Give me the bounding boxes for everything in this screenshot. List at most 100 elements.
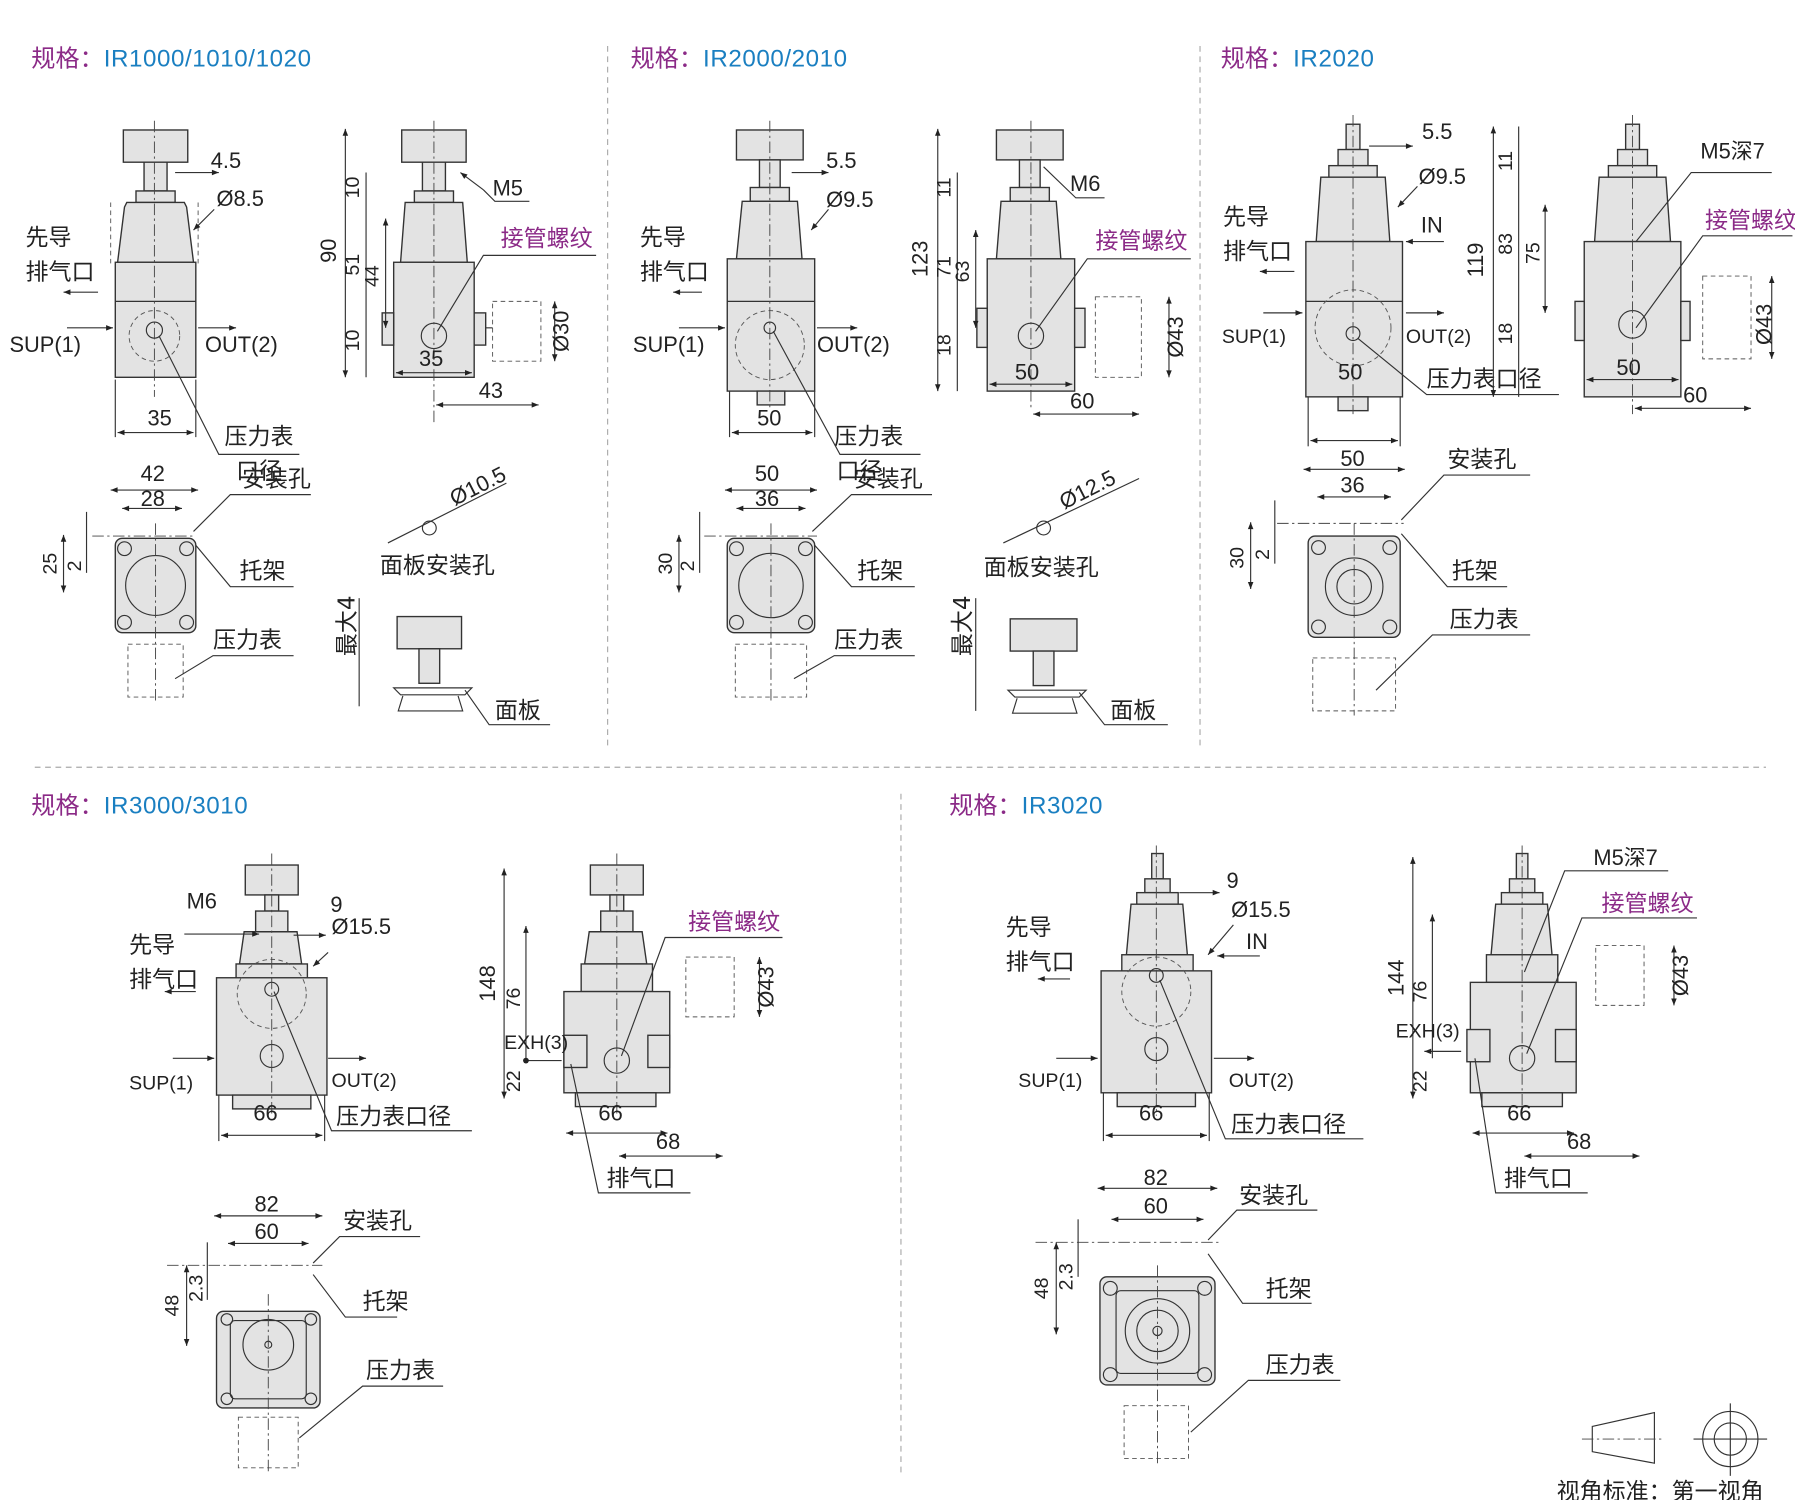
dim-offset: 68 — [1567, 1129, 1591, 1154]
dim-height-mid: 51 — [342, 254, 364, 276]
dim-height-small: 2.3 — [186, 1275, 208, 1302]
gauge-diameter: Ø43 — [1163, 316, 1188, 357]
dim-width-inner: 60 — [254, 1219, 278, 1244]
gauge-label: 压力表 — [1450, 607, 1519, 633]
exh-label: EXH(3) — [1396, 1021, 1460, 1043]
gauge-diameter: Ø43 — [1752, 304, 1777, 345]
sup-label: SUP(1) — [1222, 326, 1286, 348]
panel-ir2020: 规格：IR2020 5.5 Ø9.5 IN 先导 排气口 SUP(1) OUT(… — [1221, 45, 1795, 716]
dim-width: 66 — [1507, 1100, 1531, 1125]
dim-height-small: 2.3 — [1055, 1263, 1077, 1290]
spec-title: 规格：IR1000/1010/1020 — [31, 45, 311, 73]
dim-phi: Ø8.5 — [217, 186, 264, 211]
out-label: OUT(2) — [1229, 1070, 1294, 1092]
out-label: OUT(2) — [205, 332, 278, 357]
hole-diameter: Ø10.5 — [446, 461, 510, 510]
top-view: 50 36 30 2 安装孔 托架 压力表 — [655, 461, 933, 702]
spec-title: 规格：IR3020 — [949, 791, 1103, 819]
side-view: 119 11 83 75 18 M5深7 接管螺纹 Ø43 50 60 — [1463, 115, 1795, 415]
mount-hole-label: 安装孔 — [1447, 447, 1516, 473]
exhaust-label: 排气口 — [1504, 1166, 1573, 1192]
dim-height: 48 — [162, 1295, 184, 1317]
dim-width: 50 — [1616, 355, 1640, 380]
exhaust-label: 排气口 — [606, 1166, 675, 1192]
bracket-label: 托架 — [240, 559, 286, 585]
mount-hole-label: 安装孔 — [242, 467, 311, 493]
pilot-exhaust-label-2: 排气口 — [1006, 950, 1075, 976]
dim-height-inner: 63 — [952, 260, 974, 282]
dim-width-inner: 36 — [1340, 472, 1364, 497]
thread-label: M5深7 — [1700, 139, 1764, 164]
panel-ir1000: 规格：IR1000/1010/1020 4.5 Ø8.5 先导 排气口 SUP(… — [9, 45, 597, 726]
bracket-label: 托架 — [1452, 559, 1498, 585]
panel-mount-view: Ø12.5 面板安装孔 最大4 面板 — [950, 465, 1168, 726]
panel-ir3020: 规格：IR3020 9 Ø15.5 IN 先导 排气口 SUP(1) — [949, 791, 1697, 1467]
dim-width: 50 — [1015, 360, 1039, 385]
dim-width: 66 — [1139, 1100, 1163, 1125]
in-label: IN — [1421, 212, 1443, 237]
dim-offset: 68 — [656, 1129, 680, 1154]
pilot-exhaust-label-1: 先导 — [129, 932, 175, 958]
sup-label: SUP(1) — [633, 332, 705, 357]
dim-height-bottom: 22 — [1410, 1070, 1432, 1092]
dim-width: 50 — [757, 406, 781, 431]
panel-dividers — [34, 46, 1766, 1473]
spec-prefix: 规格： — [31, 45, 103, 73]
pilot-exhaust-label-1: 先导 — [26, 225, 72, 251]
sup-label: SUP(1) — [129, 1072, 193, 1094]
top-view: 82 60 48 2.3 安装孔 托架 压力表 — [1031, 1165, 1341, 1467]
pipe-thread-label: 接管螺纹 — [688, 909, 780, 935]
gauge-label: 压力表 — [366, 1358, 435, 1384]
dim-width-outer: 82 — [1144, 1165, 1168, 1190]
gauge-label: 压力表 — [834, 628, 903, 654]
dim-5-5: 5.5 — [1422, 119, 1452, 144]
housing — [726, 258, 816, 392]
front-view: 4.5 Ø8.5 先导 排气口 SUP(1) OUT(2) 35 压力表 口径 — [9, 120, 300, 485]
dim-height-inner: 76 — [1410, 981, 1432, 1003]
dim-height-total: 90 — [316, 239, 341, 263]
spec-title: 规格：IR2000/2010 — [631, 45, 848, 73]
dim-offset: 60 — [1683, 383, 1707, 408]
dim-height-small: 2 — [64, 561, 86, 572]
dim-width-inner: 60 — [1144, 1194, 1168, 1219]
sup-label: SUP(1) — [1018, 1070, 1082, 1092]
front-view: 9 Ø15.5 IN 先导 排气口 SUP(1) OUT(2) 66 压力表口径 — [1006, 845, 1364, 1142]
dim-offset: 43 — [479, 378, 503, 403]
projection-cone-icon — [1591, 1411, 1655, 1464]
dim-9: 9 — [330, 892, 342, 917]
housing — [1305, 240, 1404, 398]
pilot-exhaust-label-2: 排气口 — [26, 260, 95, 286]
bracket-label: 托架 — [1266, 1276, 1312, 1302]
projection-label: 视角标准：第一视角 — [1557, 1479, 1764, 1500]
dim-width-outer: 82 — [254, 1191, 278, 1216]
pilot-exhaust-label-1: 先导 — [640, 225, 686, 251]
dim-height-inner: 75 — [1522, 242, 1544, 264]
top-view: 82 60 48 2.3 安装孔 托架 压力表 — [162, 1191, 444, 1475]
thread-label: M5 — [493, 176, 523, 201]
spec-title: 规格：IR3000/3010 — [31, 791, 248, 819]
pipe-thread-label: 接管螺纹 — [1705, 208, 1795, 234]
dim-width-inner: 36 — [755, 486, 779, 511]
thread-label: M6 — [1070, 171, 1100, 196]
gauge-diameter: Ø43 — [753, 966, 778, 1007]
gauge-label: 压力表 — [213, 628, 282, 654]
dim-height-inner: 76 — [503, 987, 525, 1009]
dim-width: 66 — [253, 1100, 277, 1125]
dim-height-small: 2 — [677, 561, 699, 572]
sup-label: SUP(1) — [9, 332, 81, 357]
gauge-port-label: 压力表口径 — [1231, 1112, 1346, 1138]
model-name: IR3020 — [1022, 792, 1103, 819]
dim-phi: Ø15.5 — [332, 914, 392, 939]
gauge-diameter: Ø30 — [549, 311, 574, 352]
dim-height-bottom: 22 — [503, 1070, 525, 1092]
dim-width: 35 — [148, 406, 172, 431]
spec-prefix: 规格： — [1221, 45, 1293, 73]
mount-hole-label: 安装孔 — [1239, 1183, 1308, 1209]
hole-diameter: Ø12.5 — [1055, 465, 1119, 514]
bracket-label: 托架 — [857, 559, 903, 585]
thread-label: M6 — [187, 889, 217, 914]
bonnet — [735, 200, 803, 260]
dim-height-total: 144 — [1384, 960, 1409, 996]
max-thickness-label: 最大4 — [950, 595, 976, 656]
